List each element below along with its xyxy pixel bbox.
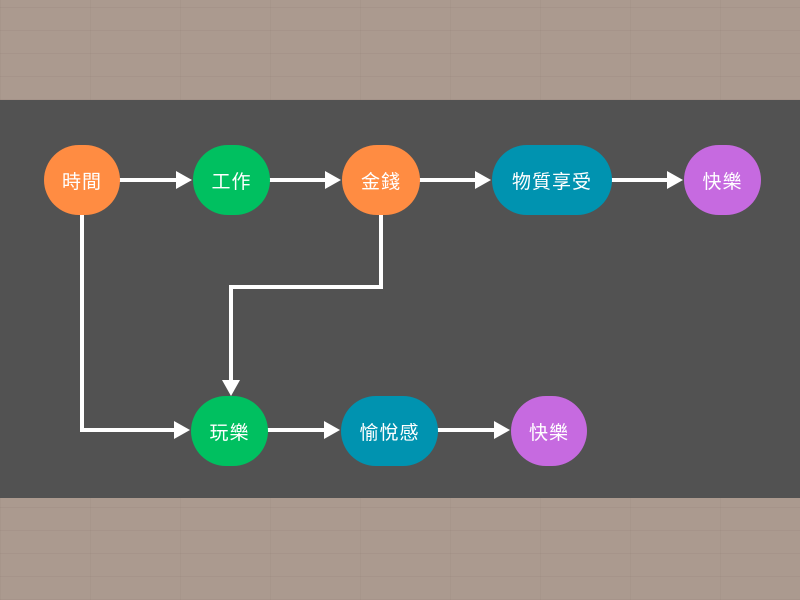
node-happiness-bottom: 快樂 [511, 396, 587, 466]
node-money: 金錢 [342, 145, 420, 215]
node-happiness-top: 快樂 [684, 145, 761, 215]
paper-background-top [0, 0, 800, 100]
node-material-enjoyment: 物質享受 [492, 145, 612, 215]
node-play: 玩樂 [191, 396, 268, 466]
arrow-time-to-play [80, 210, 178, 432]
paper-background-bottom [0, 498, 800, 600]
node-pleasure: 愉悅感 [341, 396, 438, 466]
node-time: 時間 [44, 145, 120, 215]
node-work: 工作 [193, 145, 270, 215]
arrow-money-to-play [229, 210, 383, 384]
